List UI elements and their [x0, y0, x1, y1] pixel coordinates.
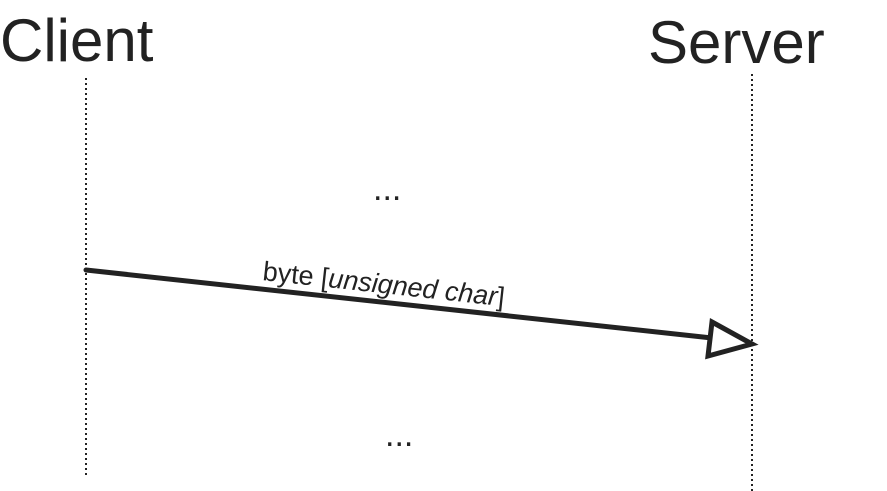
actor-server-label: Server: [648, 9, 825, 76]
ellipsis-bottom: ...: [385, 416, 413, 454]
message-label-plain: byte [: [261, 256, 330, 293]
message-arrow-line: [83, 267, 715, 341]
actor-client-label: Client: [0, 7, 154, 74]
message-arrowhead: [705, 318, 759, 360]
message-label-close: ]: [496, 282, 507, 313]
ellipsis-top: ...: [373, 170, 401, 208]
